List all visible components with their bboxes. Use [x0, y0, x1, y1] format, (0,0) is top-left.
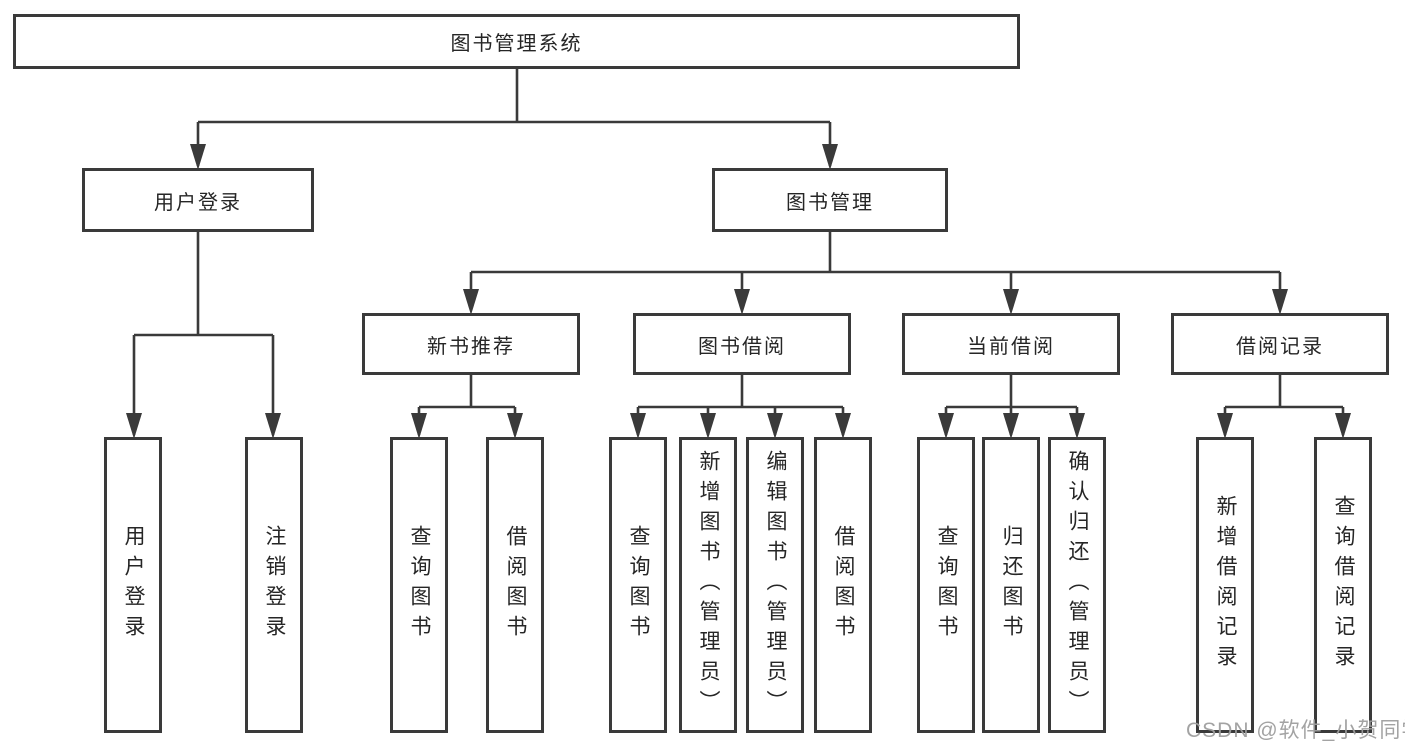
node-new-book-recommendation: 新书推荐: [362, 313, 580, 375]
leaf-logout-login: 注销登录: [245, 437, 303, 733]
node-label: 用户登录: [154, 191, 242, 214]
leaf-query-borrow-record: 查询借阅记录: [1314, 437, 1372, 733]
leaf-confirm-return-admin: 确认归还（管理员）: [1048, 437, 1106, 733]
leaf-label: 查询图书: [408, 525, 431, 645]
node-label: 借阅记录: [1236, 335, 1324, 358]
node-borrowing-records: 借阅记录: [1171, 313, 1389, 375]
node-root: 图书管理系统: [13, 14, 1020, 69]
leaf-label: 编辑图书（管理员）: [764, 450, 787, 720]
leaf-label: 用户登录: [122, 525, 145, 645]
node-label: 新书推荐: [427, 335, 515, 358]
leaf-label: 查询图书: [627, 525, 650, 645]
node-current-borrowing: 当前借阅: [902, 313, 1120, 375]
leaf-label: 注销登录: [263, 525, 286, 645]
leaf-label: 借阅图书: [832, 525, 855, 645]
csdn-watermark: CSDN @软件_小贺同学: [1186, 719, 1405, 742]
node-user-login: 用户登录: [82, 168, 314, 232]
node-root-label: 图书管理系统: [450, 33, 583, 55]
leaf-add-borrow-record: 新增借阅记录: [1196, 437, 1254, 733]
leaf-label: 查询图书: [935, 525, 958, 645]
node-label: 图书管理: [786, 191, 874, 214]
leaf-label: 归还图书: [1000, 525, 1023, 645]
node-book-management: 图书管理: [712, 168, 948, 232]
node-book-borrowing: 图书借阅: [633, 313, 851, 375]
leaf-label: 新增图书（管理员）: [697, 450, 720, 720]
leaf-query-books-borrow: 查询图书: [609, 437, 667, 733]
leaf-borrow-books-recommend: 借阅图书: [486, 437, 544, 733]
leaf-edit-books-admin: 编辑图书（管理员）: [746, 437, 804, 733]
leaf-return-books: 归还图书: [982, 437, 1040, 733]
node-label: 图书借阅: [698, 335, 786, 358]
leaf-query-books-current: 查询图书: [917, 437, 975, 733]
leaf-query-books-recommend: 查询图书: [390, 437, 448, 733]
leaf-label: 新增借阅记录: [1214, 495, 1237, 675]
leaf-label: 借阅图书: [504, 525, 527, 645]
arrowheads: [126, 144, 1351, 439]
node-label: 当前借阅: [967, 335, 1055, 358]
leaf-add-books-admin: 新增图书（管理员）: [679, 437, 737, 733]
leaf-user-login: 用户登录: [104, 437, 162, 733]
leaf-label: 查询借阅记录: [1332, 495, 1355, 675]
leaf-label: 确认归还（管理员）: [1066, 450, 1089, 720]
leaf-borrow-books: 借阅图书: [814, 437, 872, 733]
